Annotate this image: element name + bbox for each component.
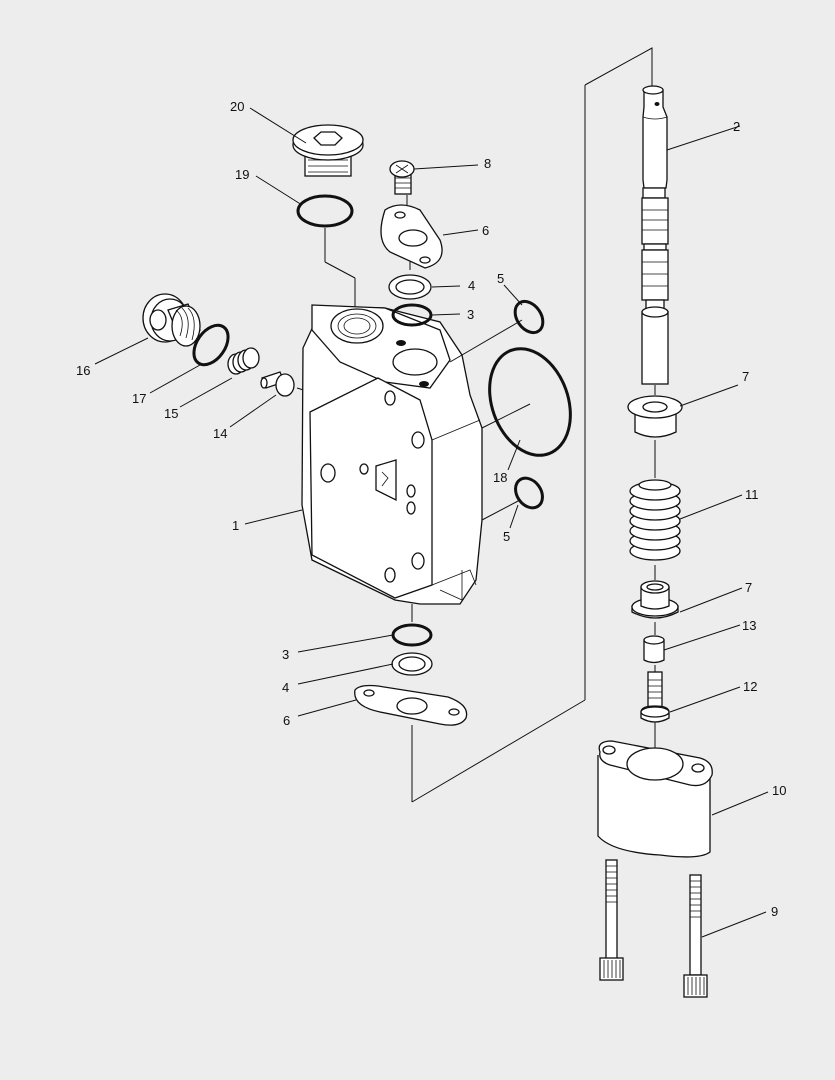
o-ring-part-3-bottom (391, 623, 433, 647)
callout-19: 19 (235, 167, 249, 182)
callout-7-lower: 7 (745, 580, 752, 595)
callout-3-bottom: 3 (282, 647, 289, 662)
spring-seat-part-7-lower (631, 580, 679, 619)
flange-part-6-bottom (354, 684, 468, 726)
sleeve-part-13 (643, 635, 665, 664)
callout-labels: 20 19 8 6 5 4 3 2 7 11 7 13 12 10 9 16 1… (76, 99, 786, 919)
o-ring-part-17 (192, 323, 230, 367)
callout-leaders (94, 107, 769, 938)
plug-part-16 (142, 293, 201, 347)
cap-part-10 (597, 740, 713, 858)
washer-part-4-top (388, 274, 432, 300)
screw-part-8 (389, 160, 415, 195)
callout-17: 17 (132, 391, 146, 406)
bolt-part-12 (640, 671, 670, 723)
callout-4-bottom: 4 (282, 680, 289, 695)
callout-7-upper: 7 (742, 369, 749, 384)
plug-part-20 (292, 124, 364, 177)
o-ring-part-5-upper (513, 299, 545, 335)
bolt-part-9-left (599, 859, 624, 981)
callout-15: 15 (164, 406, 178, 421)
spool-part-2 (641, 85, 669, 385)
callout-14: 14 (213, 426, 227, 441)
callout-12: 12 (743, 679, 757, 694)
callout-4-top: 4 (468, 278, 475, 293)
washer-part-4-bottom (391, 652, 433, 676)
callout-8: 8 (484, 156, 491, 171)
bolt-part-9-right (683, 874, 708, 998)
valve-body (301, 304, 483, 605)
o-ring-part-3-top (391, 303, 433, 327)
callout-3-top: 3 (467, 307, 474, 322)
callout-9: 9 (771, 904, 778, 919)
o-ring-part-18 (488, 347, 572, 457)
callout-13: 13 (742, 618, 756, 633)
assembly-lines (296, 47, 656, 803)
callout-20: 20 (230, 99, 244, 114)
pin-part-14 (260, 371, 295, 397)
callout-5-bottom: 5 (503, 529, 510, 544)
flange-part-6-top (380, 204, 443, 269)
callout-2: 2 (733, 119, 740, 134)
spring-seat-part-7-upper (627, 395, 683, 438)
callout-18: 18 (493, 470, 507, 485)
callout-6-bottom: 6 (283, 713, 290, 728)
spring-part-15 (227, 347, 260, 375)
callout-5-top: 5 (497, 271, 504, 286)
spring-part-11 (629, 479, 681, 561)
o-ring-part-5-lower (514, 476, 544, 510)
callout-1: 1 (232, 518, 239, 533)
callout-10: 10 (772, 783, 786, 798)
callout-6-top: 6 (482, 223, 489, 238)
o-ring-part-19 (296, 194, 354, 228)
callout-16: 16 (76, 363, 90, 378)
callout-11: 11 (745, 487, 759, 502)
